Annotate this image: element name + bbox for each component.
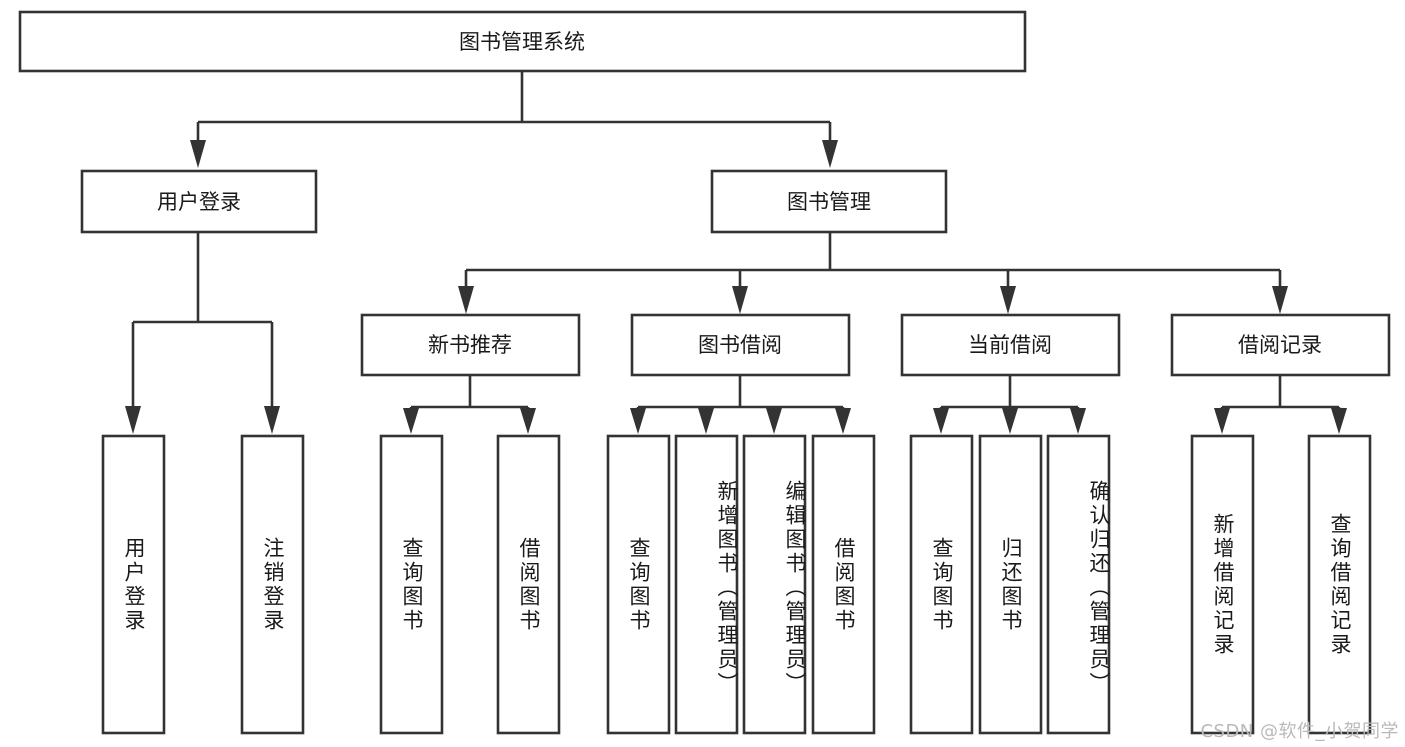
- arrow-head-newbook-c1: [403, 408, 419, 434]
- arrow-head-borrow-c4: [835, 408, 851, 434]
- node-level1-0-label: 用户登录: [157, 190, 241, 214]
- node-leaf-current-2-box[interactable]: [1046, 434, 1111, 735]
- node-level2-0-box[interactable]: [360, 313, 581, 377]
- node-level1-1-label: 图书管理: [787, 190, 871, 214]
- connector-group-bookmgmt: [458, 232, 1288, 314]
- arrow-head-root-to-bookmgmt: [822, 140, 838, 168]
- arrow-head-current-c2: [1002, 408, 1018, 434]
- node-leaf-borrow-3-box[interactable]: [811, 434, 876, 735]
- node-leaf-newbook-1-box[interactable]: [496, 434, 561, 735]
- connector-group-root: [190, 71, 838, 168]
- node-leaf-current-1-box[interactable]: [978, 434, 1043, 735]
- arrow-head-record-c1: [1214, 408, 1230, 434]
- arrow-head-root-to-login: [190, 140, 206, 168]
- arrow-head-newbook-c2: [520, 408, 536, 434]
- node-leaf-newbook-0-box[interactable]: [379, 434, 444, 735]
- arrow-head-borrow-c1: [630, 408, 646, 434]
- arrow-head-bookmgmt-c4: [1272, 286, 1288, 314]
- node-leaf-record-0-box[interactable]: [1190, 434, 1255, 735]
- node-level2-3-label: 借阅记录: [1238, 333, 1322, 357]
- node-level2-1-label: 图书借阅: [698, 333, 782, 357]
- connector-group-record: [1214, 375, 1347, 434]
- node-root-box[interactable]: [18, 10, 1027, 73]
- node-level1-1-box[interactable]: [710, 169, 948, 234]
- arrow-head-bookmgmt-c3: [1000, 286, 1016, 314]
- node-level2-3-box[interactable]: [1170, 313, 1391, 377]
- arrow-head-borrow-c2: [698, 408, 714, 434]
- arrow-head-current-c3: [1070, 408, 1086, 434]
- watermark-text: CSDN @软件_小贺同学: [1200, 721, 1399, 742]
- node-level2-1-box[interactable]: [630, 313, 851, 377]
- node-level2-0-label: 新书推荐: [428, 333, 512, 357]
- arrow-head-bookmgmt-c1: [458, 286, 474, 314]
- node-leaf-current-0-box[interactable]: [909, 434, 974, 735]
- node-level1-0-box[interactable]: [80, 169, 318, 234]
- arrow-head-bookmgmt-c2: [732, 286, 748, 314]
- connector-group-borrow: [630, 375, 851, 434]
- node-root-label: 图书管理系统: [459, 30, 585, 54]
- node-leaf-login-0-box[interactable]: [101, 434, 166, 735]
- arrow-head-borrow-c3: [766, 408, 782, 434]
- connector-group-newbook: [403, 375, 536, 434]
- node-level2-2-label: 当前借阅: [968, 333, 1052, 357]
- node-leaf-record-1-box[interactable]: [1307, 434, 1372, 735]
- arrow-head-record-c2: [1331, 408, 1347, 434]
- arrow-head-login-child2: [264, 406, 280, 434]
- arrow-head-login-child1: [125, 406, 141, 434]
- connector-group-current: [933, 375, 1086, 434]
- arrow-head-current-c1: [933, 408, 949, 434]
- node-leaf-borrow-1-box[interactable]: [674, 434, 739, 735]
- connector-group-login: [125, 232, 280, 434]
- node-level2-2-box[interactable]: [900, 313, 1121, 377]
- node-leaf-borrow-2-box[interactable]: [742, 434, 807, 735]
- node-leaf-login-1-box[interactable]: [240, 434, 305, 735]
- node-leaf-borrow-0-box[interactable]: [606, 434, 671, 735]
